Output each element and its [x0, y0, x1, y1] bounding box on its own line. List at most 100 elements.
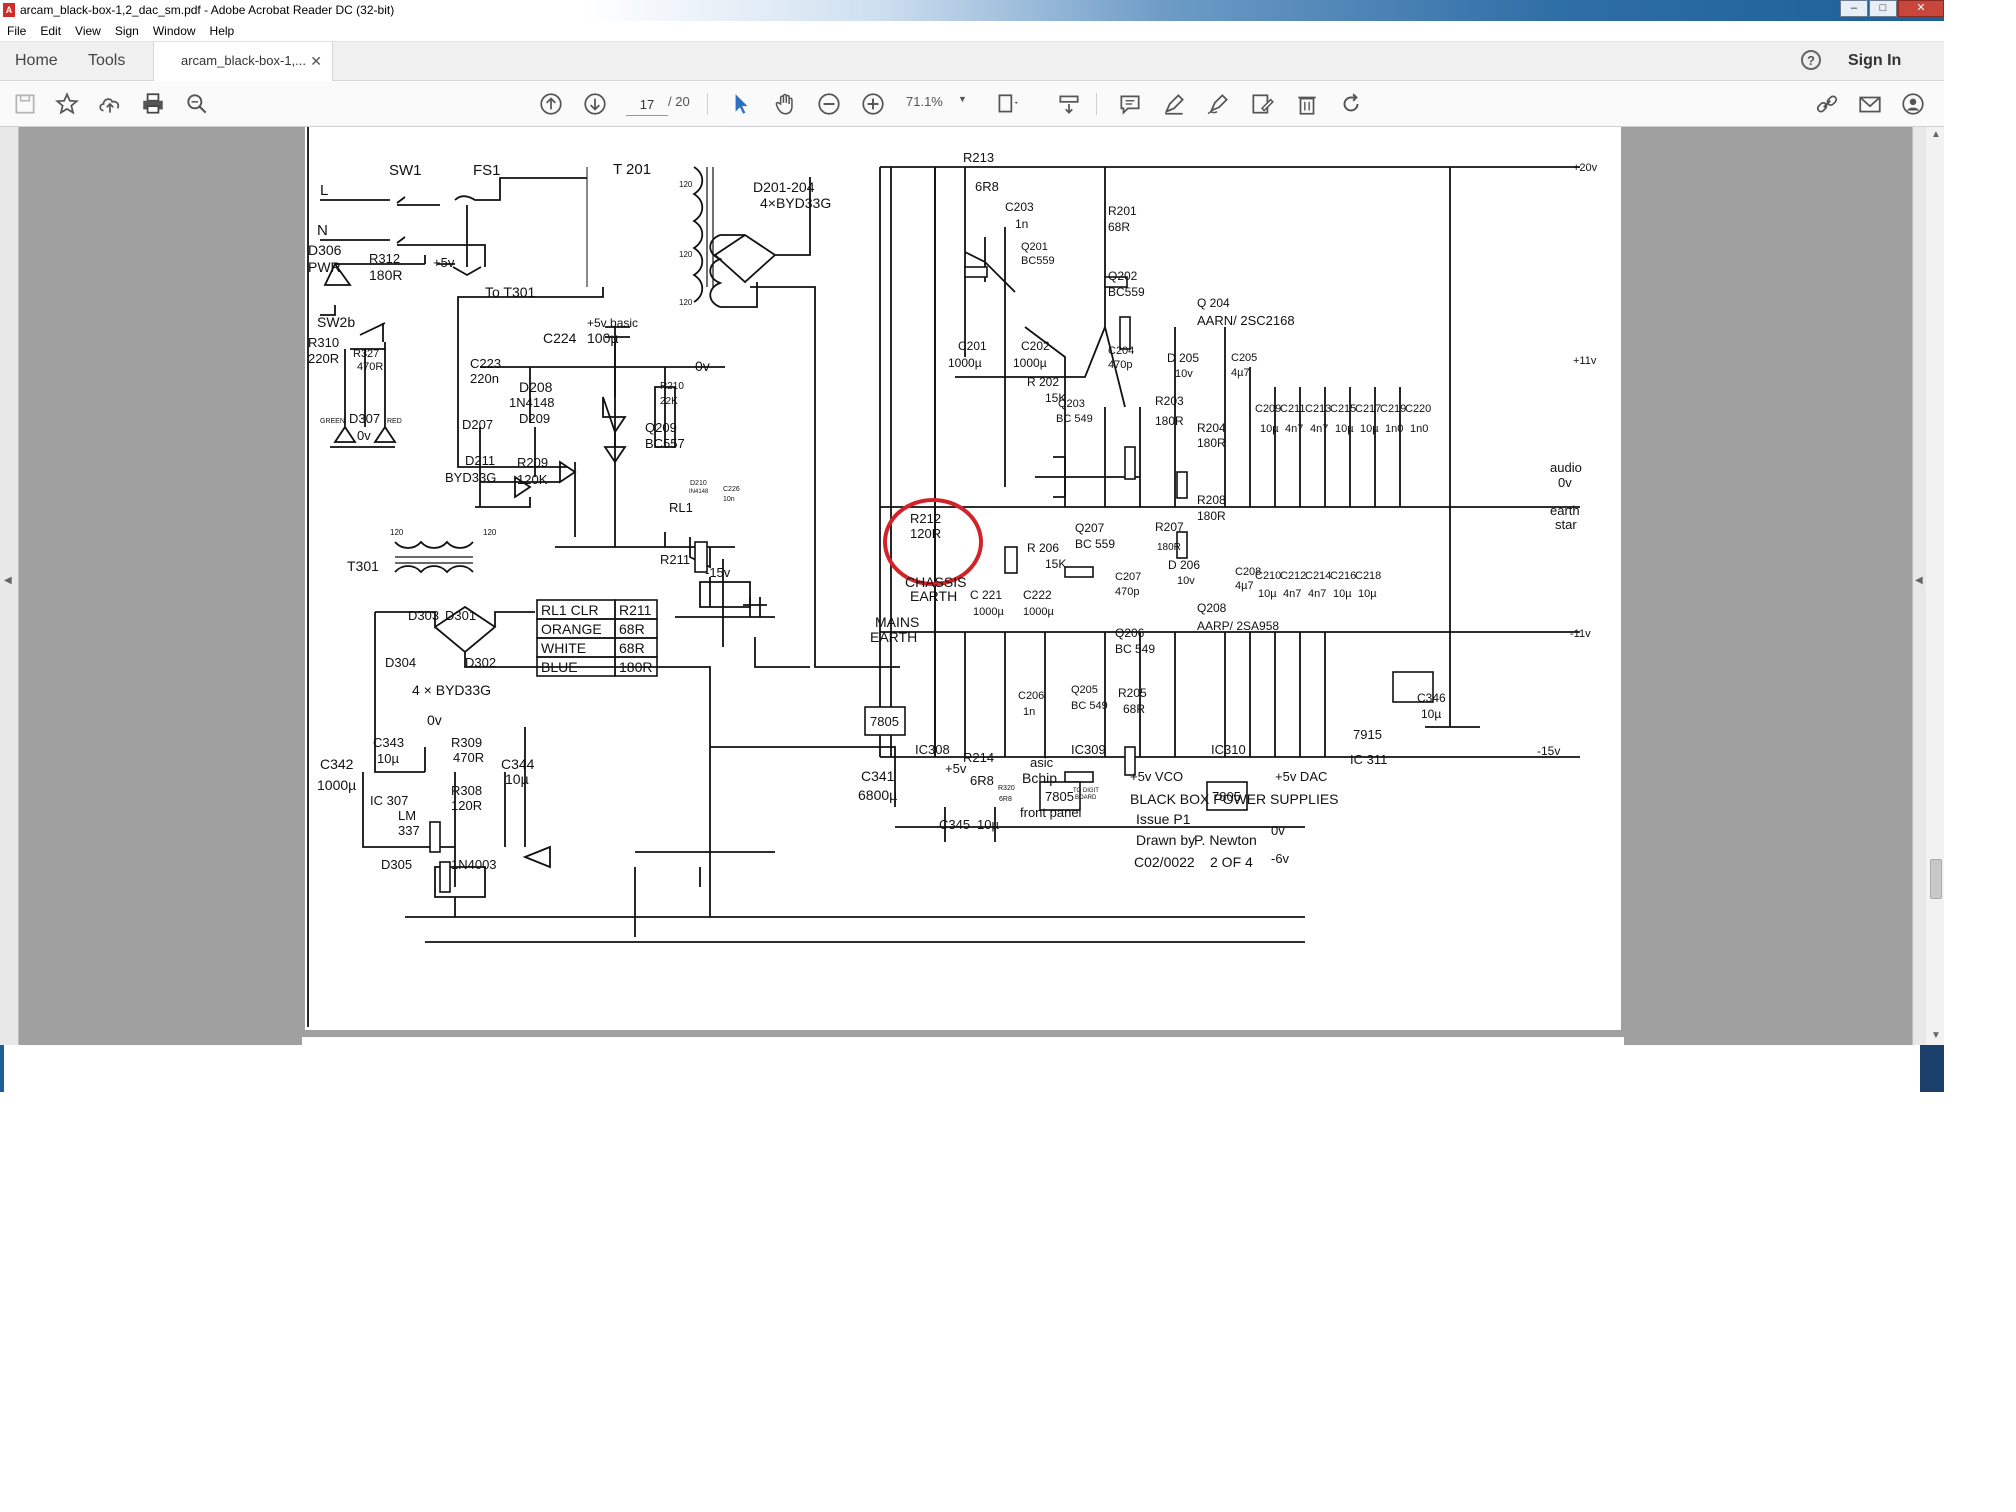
relay-table-text: R211 — [619, 602, 652, 618]
schematic-label: R 202 — [1027, 375, 1059, 389]
share-link-icon[interactable] — [1812, 89, 1842, 119]
scroll-mode-icon[interactable] — [1054, 89, 1084, 119]
sign-in-link[interactable]: Sign In — [1848, 52, 1902, 69]
schematic-label: BC 559 — [1075, 537, 1115, 551]
schematic-label: R204 — [1197, 421, 1226, 435]
toolbar: / 20 71.1% ▼ — [0, 81, 1944, 127]
upload-cloud-icon[interactable] — [95, 89, 125, 119]
add-user-icon[interactable] — [1898, 89, 1928, 119]
schematic-label: D 206 — [1168, 558, 1200, 572]
scroll-down-icon[interactable]: ▼ — [1931, 1030, 1941, 1041]
schematic-label: GREEN — [320, 418, 345, 425]
capacitor-label: 10µ — [1360, 423, 1379, 435]
schematic-label: C207 — [1115, 571, 1141, 583]
tab-tools[interactable]: Tools — [88, 52, 126, 69]
schematic-label: BC 549 — [1115, 642, 1155, 656]
schematic-label: R214 — [963, 750, 994, 765]
expand-left-panel-icon[interactable]: ◀ — [4, 575, 12, 586]
schematic-label: BC557 — [645, 436, 685, 451]
zoom-in-icon[interactable] — [858, 89, 888, 119]
schematic-label: RED — [387, 418, 402, 425]
schematic-label: 7915 — [1353, 727, 1382, 742]
schematic-label: Bchip — [1022, 770, 1057, 786]
tab-home[interactable]: Home — [15, 52, 58, 69]
schematic-label: 10µ — [377, 751, 399, 766]
zoom-out-icon[interactable] — [814, 89, 844, 119]
page-number-input[interactable] — [626, 93, 668, 116]
print-icon[interactable] — [138, 89, 168, 119]
schematic-label: C223 — [470, 356, 501, 371]
capacitor-label: 10µ — [1358, 588, 1377, 600]
menu-view[interactable]: View — [75, 24, 101, 38]
schematic-label: LM — [398, 808, 416, 823]
schematic-label: Issue P1 — [1136, 811, 1191, 827]
schematic-label: Q208 — [1197, 601, 1227, 615]
schematic-label: R210 — [660, 381, 684, 392]
schematic-label: P. Newton — [1194, 832, 1257, 848]
bookmark-star-icon[interactable] — [52, 89, 82, 119]
document-viewer[interactable]: ◀ — [0, 127, 1944, 1045]
schematic-label: R 206 — [1027, 541, 1059, 555]
schematic-label: R327 — [353, 348, 379, 360]
draw-sign-icon[interactable] — [1203, 89, 1233, 119]
schematic-label: +5v — [945, 761, 967, 776]
rotate-icon[interactable] — [1336, 89, 1366, 119]
zoom-dropdown-icon[interactable]: ▼ — [958, 94, 967, 104]
previous-page-icon[interactable] — [536, 89, 566, 119]
maximize-button[interactable]: □ — [1869, 0, 1897, 17]
schematic-label: To T301 — [485, 284, 536, 300]
capacitor-label: C216 — [1330, 570, 1356, 582]
highlight-pen-icon[interactable] — [1159, 89, 1189, 119]
schematic-label: D305 — [381, 857, 412, 872]
schematic-label: R208 — [1197, 493, 1226, 507]
schematic-label: C205 — [1231, 352, 1257, 364]
schematic-label: Q209 — [645, 420, 677, 435]
hand-tool-icon[interactable] — [770, 89, 800, 119]
tab-document[interactable]: arcam_black-box-1,... ✕ — [153, 42, 333, 81]
email-icon[interactable] — [1855, 89, 1885, 119]
scroll-up-icon[interactable]: ▲ — [1931, 129, 1941, 140]
comment-icon[interactable] — [1115, 89, 1145, 119]
minimize-button[interactable]: – — [1840, 0, 1868, 17]
fill-sign-icon[interactable] — [1247, 89, 1277, 119]
schematic-label: C208 — [1235, 566, 1261, 578]
close-tab-icon[interactable]: ✕ — [310, 53, 322, 69]
menu-file[interactable]: File — [7, 24, 27, 38]
schematic-label: R205 — [1118, 686, 1147, 700]
taskbar-corner — [1920, 1045, 1944, 1092]
schematic-label: 470R — [453, 750, 484, 765]
scrollbar-thumb[interactable] — [1930, 859, 1942, 899]
menu-sign[interactable]: Sign — [114, 24, 139, 38]
help-icon[interactable]: ? — [1801, 50, 1821, 70]
menu-edit[interactable]: Edit — [40, 24, 62, 38]
schematic-label: 1000µ — [973, 606, 1004, 618]
menu-window[interactable]: Window — [152, 24, 196, 38]
schematic-label: D307 — [349, 411, 380, 426]
schematic-label: 220R — [308, 351, 339, 366]
expand-right-panel-icon[interactable]: ◀ — [1915, 575, 1923, 586]
search-icon[interactable] — [182, 89, 212, 119]
capacitor-label: C217 — [1355, 403, 1381, 415]
vertical-scrollbar[interactable]: ▲ ▼ — [1926, 127, 1944, 1045]
schematic-label: R310 — [308, 335, 339, 350]
close-window-button[interactable]: ✕ — [1898, 0, 1944, 17]
schematic-label: 10v — [1177, 575, 1195, 587]
relay-table-text: 68R — [619, 640, 645, 656]
select-cursor-icon[interactable] — [726, 89, 756, 119]
title-bar: A arcam_black-box-1,2_dac_sm.pdf - Adobe… — [0, 0, 1944, 21]
next-page-icon[interactable] — [580, 89, 610, 119]
schematic-components — [429, 266, 1434, 893]
schematic-label: 0v — [357, 428, 371, 443]
zoom-level[interactable]: 71.1% — [906, 94, 943, 109]
menu-help[interactable]: Help — [209, 24, 235, 38]
right-panel-toggle[interactable]: ◀ — [1912, 127, 1927, 1045]
schematic-label: EARTH — [870, 629, 917, 645]
left-panel-toggle[interactable]: ◀ — [0, 127, 19, 1045]
schematic-label: 180R — [369, 267, 402, 283]
fit-page-icon[interactable] — [992, 89, 1022, 119]
schematic-label: 1000µ — [948, 356, 982, 370]
save-icon[interactable] — [10, 89, 40, 119]
schematic-label: 6R8 — [999, 796, 1012, 803]
delete-icon[interactable] — [1292, 89, 1322, 119]
schematic-label: 120 — [390, 528, 404, 537]
